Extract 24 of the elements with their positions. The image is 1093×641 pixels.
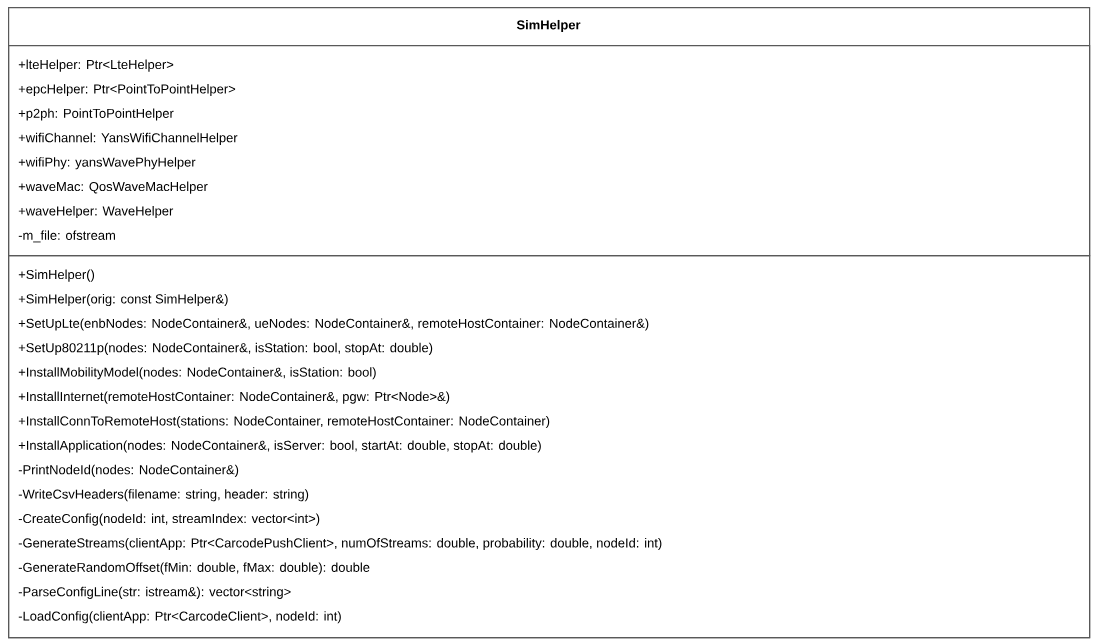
- attribute-text: +waveHelper: WaveHelper: [18, 206, 174, 219]
- operation-text: -CreateConfig(nodeId: int, streamIndex: vector<int>): [18, 513, 320, 526]
- operation-text: -WriteCsvHeaders(filename: string, header: string): [18, 489, 309, 502]
- operation-text: +SimHelper(orig: const SimHelper&): [18, 294, 228, 307]
- operation-text: +SetUpLte(enbNodes: NodeContainer&, ueNodes: NodeContainer&, remoteHostContainer: NodeContainer&): [18, 318, 649, 331]
- class-name: SimHelper: [516, 19, 581, 33]
- operation-text: +InstallApplication(nodes: NodeContainer&, isServer: bool, startAt: double, stopAt: double): [18, 440, 541, 453]
- operation-text: -GenerateRandomOffset(fMin: double, fMax: double): double: [18, 562, 370, 575]
- operation-text: +InstallConnToRemoteHost(stations: NodeContainer, remoteHostContainer: NodeContainer): [18, 416, 550, 429]
- operation-text: -PrintNodeId(nodes: NodeContainer&): [18, 464, 239, 477]
- operation-text: +InstallInternet(remoteHostContainer: NodeContainer&, pgw: Ptr<Node>&): [18, 391, 450, 404]
- operation-text: -ParseConfigLine(str: istream&): vector<string>: [18, 586, 291, 599]
- operation-text: +SetUp80211p(nodes: NodeContainer&, isStation: bool, stopAt: double): [18, 342, 433, 355]
- attribute-text: +wifiPhy: yansWavePhyHelper: [18, 157, 196, 170]
- attribute-text: +p2ph: PointToPointHelper: [18, 108, 174, 121]
- operation-text: -GenerateStreams(clientApp: Ptr<CarcodePushClient>, numOfStreams: double, probability: double, nodeId: int): [18, 538, 662, 551]
- attribute-text: +lteHelper: Ptr<LteHelper>: [18, 59, 174, 72]
- operation-text: +SimHelper(): [18, 269, 95, 282]
- attribute-text: +wifiChannel: YansWifiChannelHelper: [18, 132, 238, 145]
- operation-text: -LoadConfig(clientApp: Ptr<CarcodeClient>, nodeId: int): [18, 611, 341, 624]
- operation-text: +InstallMobilityModel(nodes: NodeContainer&, isStation: bool): [18, 367, 376, 380]
- attribute-text: +epcHelper: Ptr<PointToPointHelper>: [18, 84, 236, 97]
- attribute-text: +waveMac: QosWaveMacHelper: [18, 181, 208, 194]
- attribute-text: -m_file: ofstream: [18, 230, 115, 243]
